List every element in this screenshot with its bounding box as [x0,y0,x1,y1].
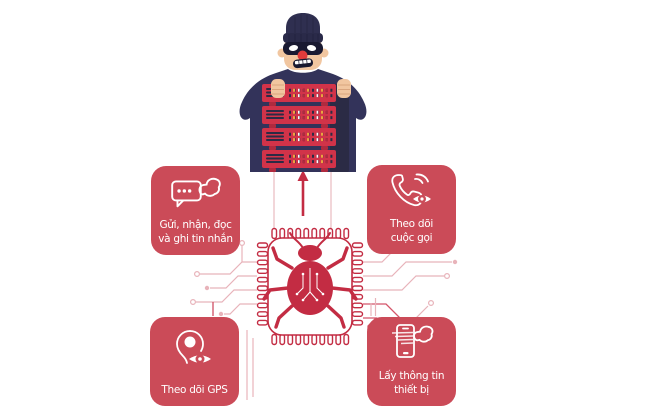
card-messages-label-line1: Gửi, nhận, đọc [159,219,232,231]
card-calls-label-line2: cuộc gọi [390,232,433,244]
nose [297,50,308,61]
card-gps-label: Theo dõi GPS [150,383,239,397]
card-calls-label: Theo dõi cuộc gọi [367,217,456,245]
card-device-label-line1: Lấy thông tin [378,370,445,382]
message-hand-icon [170,177,221,208]
gps-eye-icon [175,330,211,364]
device-hand-icon [391,324,433,358]
card-messages: Gửi, nhận, đọc và ghi tin nhắn [151,166,240,255]
server-stack [262,84,349,172]
card-calls: Theo dõi cuộc gọi [367,165,456,254]
card-device: Lấy thông tin thiết bị [367,317,456,406]
bug-icon [262,232,358,329]
card-messages-icon-area [151,166,240,218]
card-gps-icon-area [150,317,239,383]
phone-eye-icon [390,173,431,207]
server-link-lines [273,172,332,230]
card-calls-label-line1: Theo dõi [390,218,433,230]
hacker-head [277,13,329,70]
card-gps-label-line1: Theo dõi GPS [161,384,228,396]
card-calls-icon-area [367,165,456,217]
card-device-label-line2: thiết bị [394,384,429,396]
up-arrow-icon [297,170,309,216]
card-messages-label-line2: và ghi tin nhắn [158,233,233,245]
grin [293,58,314,69]
card-messages-label: Gửi, nhận, đọc và ghi tin nhắn [151,218,240,246]
hacker-hands [271,79,351,98]
circuit-traces [190,240,458,400]
card-device-icon-area [367,317,456,369]
card-gps: Theo dõi GPS [150,317,239,406]
card-device-label: Lấy thông tin thiết bị [367,369,456,397]
